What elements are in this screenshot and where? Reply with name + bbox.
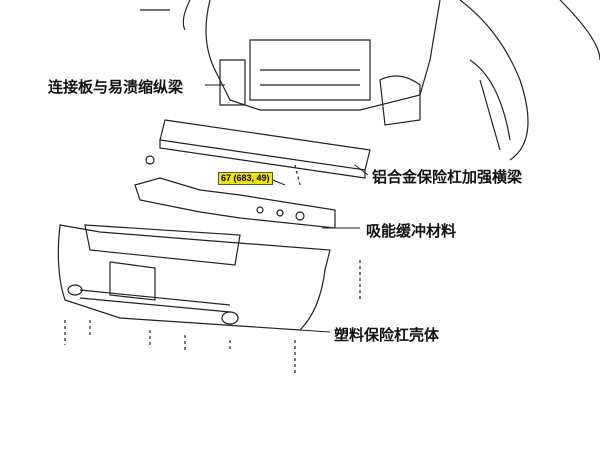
label-reinforcement-beam: 铝合金保险杠加强横梁 [372, 168, 523, 186]
reinforcement-beam [145, 119, 371, 186]
energy-absorber [134, 177, 336, 229]
label-bumper-cover: 塑料保险杠壳体 [334, 326, 440, 344]
label-side-member: 连接板与易溃缩纵梁 [48, 78, 184, 96]
bumper-cover [57, 224, 331, 331]
vehicle-front-body [140, 0, 600, 161]
label-energy-absorber: 吸能缓冲材料 [366, 222, 457, 240]
fasteners [64, 260, 361, 375]
callout-tag: 67 (683, 49) [218, 172, 273, 185]
leader-lines [205, 84, 369, 333]
